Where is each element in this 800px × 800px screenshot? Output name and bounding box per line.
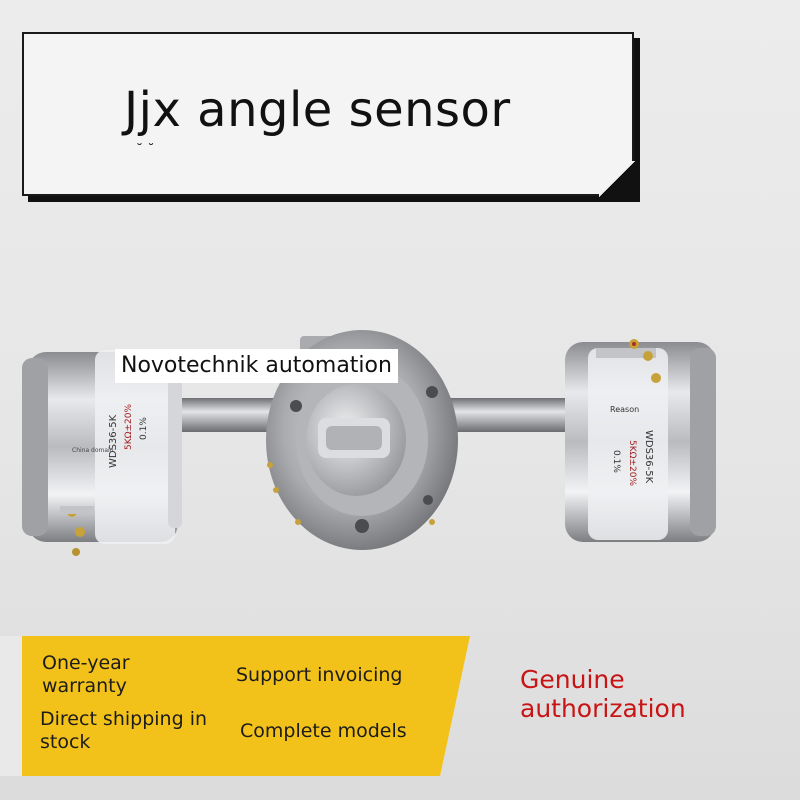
feature-warranty: One-year warranty <box>42 652 130 697</box>
right-model-text: WDS36-5K <box>643 430 654 484</box>
title-card: Jjx angle sensor ˘ ˘ <box>22 32 635 197</box>
feature-models: Complete models <box>240 720 407 742</box>
page-title: Jjx angle sensor <box>124 82 511 138</box>
right-resistance-text: 5KΩ±20% <box>627 440 637 486</box>
feature-banner-shape <box>0 636 470 776</box>
feature-invoicing: Support invoicing <box>236 664 403 686</box>
product-photo: WDS36-5K 5KΩ±20% 0.1% China domain Reaso… <box>22 330 716 556</box>
center-encoder <box>266 330 458 550</box>
left-note-text: China domain <box>72 447 114 454</box>
left-model-text: WDS36-5K <box>108 414 119 468</box>
left-linearity-text: 0.1% <box>139 417 149 440</box>
right-brand-text: Reason <box>610 405 639 414</box>
folded-corner-icon <box>599 161 635 197</box>
right-sensor: Reason WDS36-5K 5KΩ±20% 0.1% <box>565 339 716 542</box>
title-underline-marks: ˘ ˘ <box>136 142 155 158</box>
left-sensor: WDS36-5K 5KΩ±20% 0.1% China domain <box>22 350 182 556</box>
product-brand-label: Novotechnik automation <box>115 349 398 383</box>
feature-shipping: Direct shipping in stock <box>40 708 208 753</box>
left-resistance-text: 5KΩ±20% <box>124 404 134 450</box>
genuine-authorization-badge: Genuine authorization <box>520 665 686 723</box>
right-linearity-text: 0.1% <box>611 450 621 473</box>
